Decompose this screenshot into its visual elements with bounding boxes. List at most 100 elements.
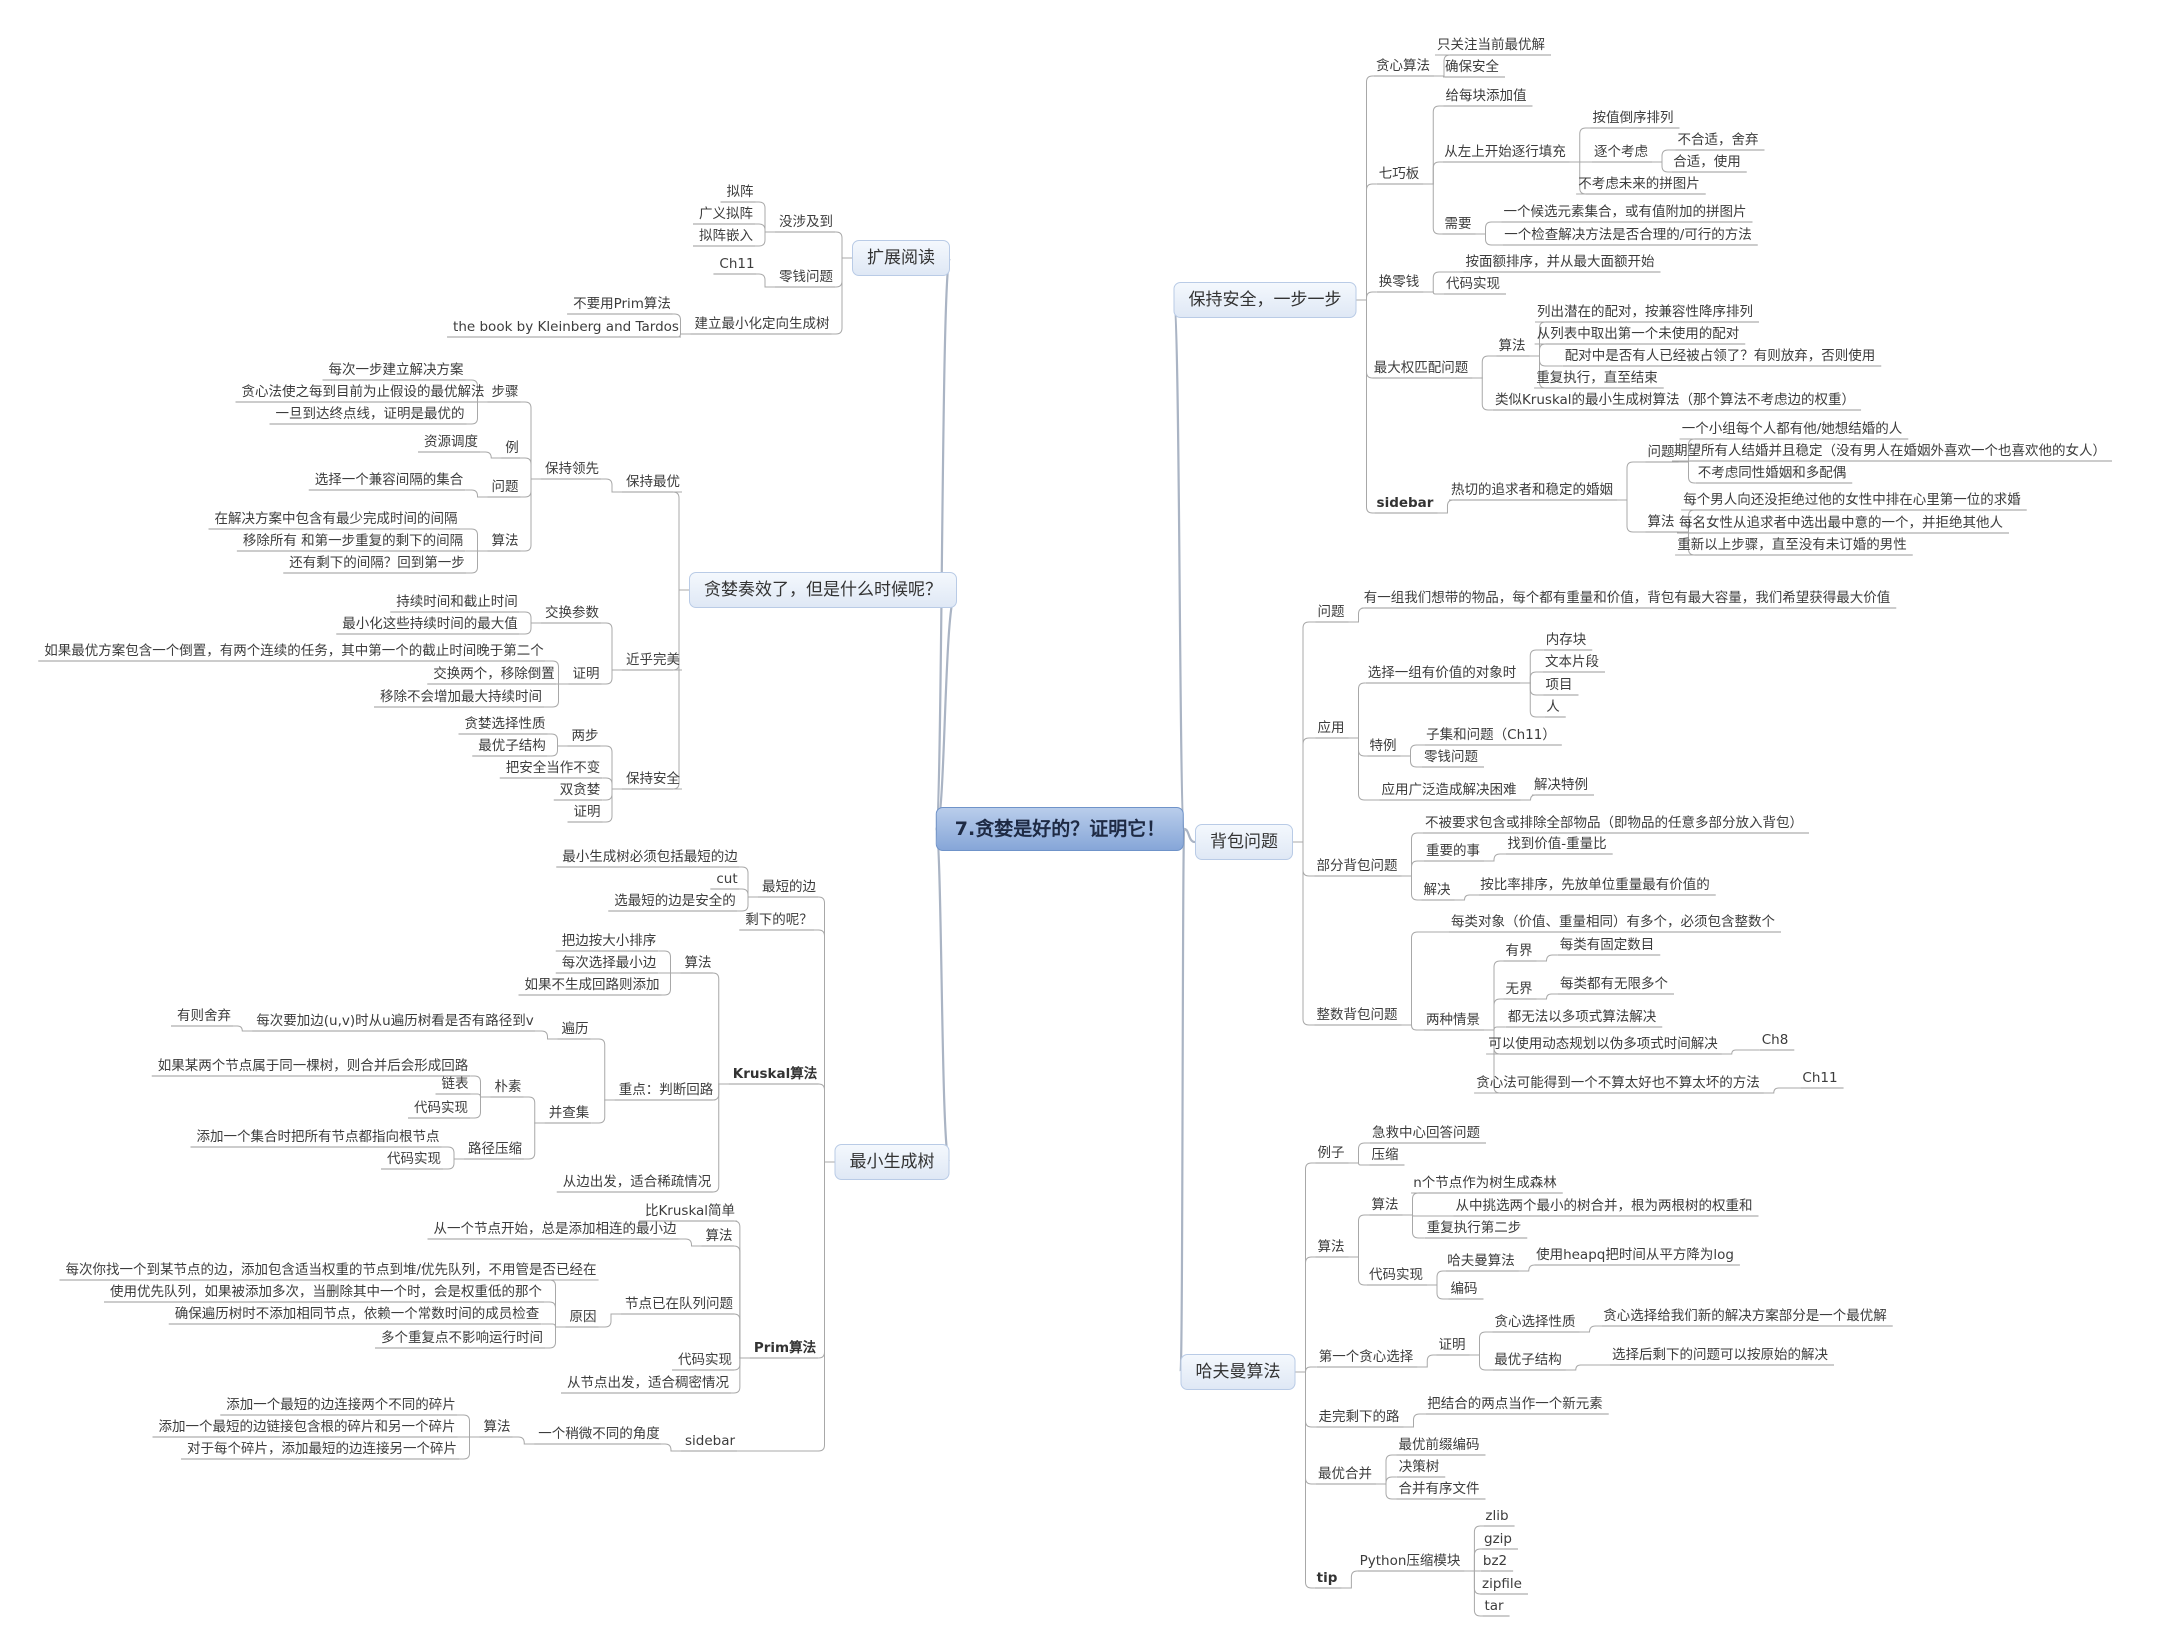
node-tar[interactable]: tar xyxy=(1484,1598,1504,1614)
node-lead-algo-3[interactable]: 还有剩下的间隔？回到第一步 xyxy=(289,555,465,571)
node-sidebar-left[interactable]: sidebar xyxy=(684,1433,736,1449)
node-opt-substructure[interactable]: 最优子结构 xyxy=(478,738,546,754)
node-change-item-1[interactable]: 按面额排序，并从最大面额开始 xyxy=(1465,254,1655,270)
node-what-left[interactable]: 剩下的呢？ xyxy=(745,912,813,928)
node-prim-code[interactable]: 代码实现 xyxy=(678,1352,732,1368)
node-lead-algo[interactable]: 算法 xyxy=(491,533,519,549)
node-kruskal-like[interactable]: 类似Kruskal的最小生成树算法（那个算法不考虑边的权重） xyxy=(1494,392,1856,408)
node-knap-choose[interactable]: 选择一组有价值的对象时 xyxy=(1367,665,1517,681)
node-prim-algo-child[interactable]: 从一个节点开始，总是添加相连的最小边 xyxy=(433,1221,677,1237)
node-dp[interactable]: 可以使用动态规划以伪多项式时间解决 xyxy=(1488,1036,1718,1052)
node-python-zip[interactable]: Python压缩模块 xyxy=(1359,1553,1461,1569)
main-topic-knapsack[interactable]: 背包问题 xyxy=(1195,824,1293,860)
node-max-match-step-3[interactable]: 配对中是否有人已经被占领了？有则放弃，否则使用 xyxy=(1564,348,1876,364)
node-greedy-not-bad[interactable]: 贪心法可能得到一个不算太好也不算太坏的方法 xyxy=(1476,1075,1760,1091)
node-lead-algo-1[interactable]: 在解决方案中包含有最少完成时间的间隔 xyxy=(214,511,458,527)
node-integer[interactable]: 整数背包问题 xyxy=(1316,1007,1398,1023)
node-knap-special[interactable]: 特例 xyxy=(1369,738,1397,754)
node-knap-wide-child[interactable]: 解决特例 xyxy=(1534,777,1588,793)
node-max-match[interactable]: 最大权匹配问题 xyxy=(1373,360,1469,376)
node-knap-wide[interactable]: 应用广泛造成解决困难 xyxy=(1381,782,1517,798)
node-reading-change[interactable]: 零钱问题 xyxy=(779,269,833,285)
node-marriage-algo-2[interactable]: 每名女性从追求者中选出最中意的一个，并拒绝其他人 xyxy=(1679,515,2003,531)
node-invariant[interactable]: 把安全当作不变 xyxy=(505,760,601,776)
node-huff-code-algo[interactable]: 哈夫曼算法 xyxy=(1447,1253,1515,1269)
node-lead-example[interactable]: 例 xyxy=(505,440,519,456)
node-reason-1[interactable]: 每次你找一个到某节点的边，添加包含适当权重的节点到堆/优先队列，不用管是否已经在 xyxy=(65,1262,597,1278)
node-frag-1[interactable]: 添加一个最短的边连接两个不同的碎片 xyxy=(226,1397,456,1413)
node-opt-merge-3[interactable]: 合并有序文件 xyxy=(1398,1481,1480,1497)
node-double-greedy[interactable]: 双贪婪 xyxy=(559,782,601,798)
node-kleinberg[interactable]: the book by Kleinberg and Tardos xyxy=(453,319,679,335)
node-need[interactable]: 需要 xyxy=(1444,216,1472,232)
node-unbounded-child[interactable]: 每类都有无限多个 xyxy=(1560,976,1668,992)
node-fractional-solve-child[interactable]: 按比率排序，先放单位重量最有价值的 xyxy=(1480,877,1710,893)
node-integer-desc[interactable]: 每类对象（价值、重量相同）有多个，必须包含整数个 xyxy=(1451,914,1775,930)
node-max-match-step-2[interactable]: 从列表中取出第一个未使用的配对 xyxy=(1536,326,1740,342)
node-kruskal-algo[interactable]: 算法 xyxy=(684,955,712,971)
node-reverse-sort[interactable]: 按值倒序排列 xyxy=(1592,110,1674,126)
node-tangram[interactable]: 七巧板 xyxy=(1378,166,1420,182)
node-fractional-ratio[interactable]: 找到价值-重量比 xyxy=(1507,836,1607,852)
node-two-steps[interactable]: 两步 xyxy=(571,728,599,744)
node-marriage-algo[interactable]: 算法 xyxy=(1647,514,1675,530)
node-reason-2[interactable]: 使用优先队列，如果被添加多次，当删除其中一个时，会是权重低的那个 xyxy=(110,1284,542,1300)
node-lead-step-1[interactable]: 每次一步建立解决方案 xyxy=(328,362,464,378)
node-swap-1[interactable]: 持续时间和截止时间 xyxy=(396,594,518,610)
node-bounded-child[interactable]: 每类有固定数目 xyxy=(1559,937,1655,953)
node-optimal-sub-child[interactable]: 选择后剩下的问题可以按原始的解决 xyxy=(1612,1347,1828,1363)
node-gzip[interactable]: gzip xyxy=(1484,1531,1512,1547)
node-unbounded[interactable]: 无界 xyxy=(1505,981,1533,997)
node-near-proof-2[interactable]: 交换两个，移除倒置 xyxy=(433,666,555,682)
node-huff-step-3[interactable]: 重复执行第二步 xyxy=(1426,1220,1522,1236)
node-lead-algo-2[interactable]: 移除所有 和第一步重复的剩下的间隔 xyxy=(242,533,464,549)
node-marriage-problem-1[interactable]: 一个小组每个人都有他/她想结婚的人 xyxy=(1681,421,1903,437)
node-cut[interactable]: cut xyxy=(716,871,738,887)
node-huff-step-2[interactable]: 从中挑选两个最小的树合并，根为两根树的权重和 xyxy=(1455,1198,1753,1214)
node-ch11-left[interactable]: Ch11 xyxy=(719,256,755,272)
node-knap-special-2[interactable]: 零钱问题 xyxy=(1424,749,1478,765)
node-sparse[interactable]: 从边出发，适合稀疏情况 xyxy=(562,1174,712,1190)
node-naive-code[interactable]: 代码实现 xyxy=(414,1100,468,1116)
node-reason[interactable]: 原因 xyxy=(569,1309,597,1325)
node-kruskal-algo-3[interactable]: 如果不生成回路则添加 xyxy=(524,977,660,993)
node-rest-path-child[interactable]: 把结合的两点当作一个新元素 xyxy=(1427,1396,1603,1412)
node-reason-3[interactable]: 确保遍历树时不添加相同节点，依赖一个常数时间的成员检查 xyxy=(174,1306,540,1322)
main-topic-huffman[interactable]: 哈夫曼算法 xyxy=(1180,1354,1296,1390)
node-consider[interactable]: 逐个考虑 xyxy=(1594,144,1648,160)
node-ch8[interactable]: Ch8 xyxy=(1761,1032,1789,1048)
node-need-item-2[interactable]: 一个检查解决方法是否合理的/可行的方法 xyxy=(1504,227,1752,243)
node-near-proof-1[interactable]: 如果最优方案包含一个倒置，有两个连续的任务，其中第一个的截止时间晚于第二个 xyxy=(44,643,544,659)
node-huff-code[interactable]: 代码实现 xyxy=(1369,1267,1423,1283)
node-fractional[interactable]: 部分背包问题 xyxy=(1316,858,1398,874)
node-swap[interactable]: 交换参数 xyxy=(545,605,599,621)
node-max-match-algo[interactable]: 算法 xyxy=(1498,338,1526,354)
node-dense[interactable]: 从节点出发，适合稠密情况 xyxy=(567,1375,729,1391)
node-opt-merge-1[interactable]: 最优前缀编码 xyxy=(1398,1437,1480,1453)
node-prim-simpler[interactable]: 比Kruskal简单 xyxy=(644,1203,736,1219)
node-prim-algo[interactable]: 算法 xyxy=(705,1228,733,1244)
node-fractional-no-need[interactable]: 不被要求包含或排除全部物品（即物品的任意多部分放入背包） xyxy=(1425,815,1803,831)
node-traverse-text[interactable]: 每次要加边(u,v)时从u遍历树看是否有路径到v xyxy=(256,1013,534,1029)
node-cycle-focus[interactable]: 重点：判断回路 xyxy=(618,1082,714,1098)
node-fractional-solve[interactable]: 解决 xyxy=(1423,882,1451,898)
node-kruskal-algo-2[interactable]: 每次选择最小边 xyxy=(561,955,657,971)
node-naive-note[interactable]: 如果某两个节点属于同一棵树，则合并后会形成回路 xyxy=(157,1058,469,1074)
node-huff-example-2[interactable]: 压缩 xyxy=(1371,1147,1399,1163)
node-marriage[interactable]: 热切的追求者和稳定的婚姻 xyxy=(1451,482,1613,498)
node-compat-interval[interactable]: 选择一个兼容间隔的集合 xyxy=(314,472,464,488)
node-naive[interactable]: 朴素 xyxy=(494,1079,522,1095)
node-max-match-step-1[interactable]: 列出潜在的配对，按兼容性降序排列 xyxy=(1537,304,1753,320)
node-fractional-important[interactable]: 重要的事 xyxy=(1426,843,1480,859)
node-greedy-item-1[interactable]: 只关注当前最优解 xyxy=(1437,37,1545,53)
node-fill[interactable]: 从左上开始逐行填充 xyxy=(1444,144,1566,160)
node-greedy-algo[interactable]: 贪心算法 xyxy=(1376,58,1430,74)
node-huff-algo[interactable]: 算法 xyxy=(1317,1239,1345,1255)
node-safe-proof[interactable]: 证明 xyxy=(573,804,601,820)
node-knap-choose-4[interactable]: 人 xyxy=(1546,699,1560,715)
node-queued[interactable]: 节点已在队列问题 xyxy=(625,1296,733,1312)
node-sidebar-right[interactable]: sidebar xyxy=(1376,495,1434,511)
node-frag-2[interactable]: 添加一个最短的边链接包含根的碎片和另一个碎片 xyxy=(158,1419,456,1435)
node-huff-step-1[interactable]: n个节点作为树生成森林 xyxy=(1413,1175,1557,1191)
node-swap-2[interactable]: 最小化这些持续时间的最大值 xyxy=(342,616,518,632)
